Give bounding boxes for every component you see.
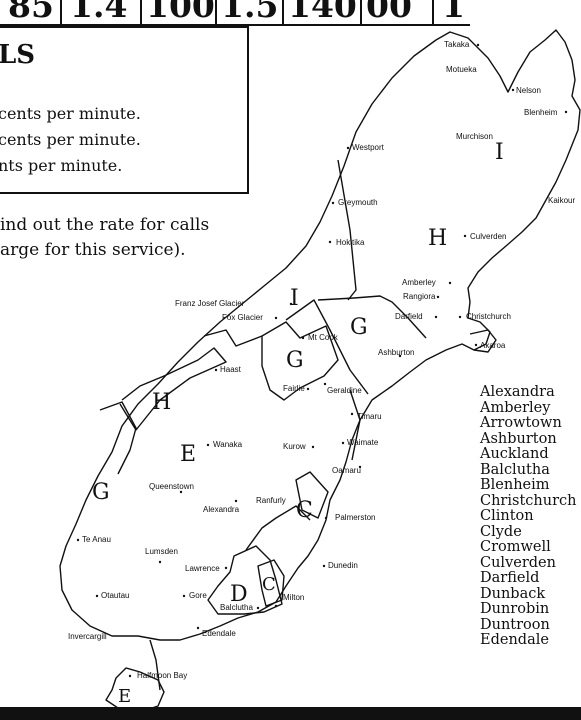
town-mt-cook: Mt Cook <box>308 333 338 342</box>
zone-letter: C <box>296 498 313 523</box>
zone-letter: E <box>180 442 197 467</box>
town-ranfurly: Ranfurly <box>256 496 286 505</box>
town-index-list: Alexandra Amberley Arrowtown Ashburton A… <box>480 384 577 649</box>
info-line: cents per minute. <box>0 130 141 149</box>
town-oamaru: Oamaru <box>332 466 361 475</box>
zone-letter: E <box>118 686 132 707</box>
town-geraldine: Geraldine <box>327 386 362 395</box>
town-alexandra: Alexandra <box>203 505 240 514</box>
town-culverden: Culverden <box>470 232 507 241</box>
list-item: Balclutha <box>480 461 550 478</box>
rate-cell: 1.5 <box>221 0 279 25</box>
town-ashburton: Ashburton <box>378 348 415 357</box>
list-item: Darfield <box>480 570 540 586</box>
town-haast: Haast <box>220 365 241 374</box>
zone-letter: C <box>262 574 276 595</box>
rate-cell: 1 <box>442 0 465 25</box>
town-nelson: Nelson <box>516 86 541 95</box>
info-line: cents per minute. <box>0 104 141 123</box>
list-item: Culverden <box>480 554 556 571</box>
rate-cell: 100 <box>146 0 215 25</box>
town-lumsden: Lumsden <box>145 547 178 556</box>
town-kurow: Kurow <box>283 442 306 451</box>
town-otautau: Otautau <box>101 591 130 600</box>
town-takaka: Takaka <box>444 40 470 49</box>
info-line: nts per minute. <box>0 156 123 175</box>
town-blenheim: Blenheim <box>524 108 558 117</box>
rate-cell: 140 <box>288 0 357 25</box>
town-milton: Milton <box>283 593 305 602</box>
town-kaikoura: Kaikour <box>548 196 576 205</box>
rate-divider <box>215 0 217 24</box>
town-fox-glacier: Fox Glacier <box>222 313 263 322</box>
town-hokitika: Hokitika <box>336 238 365 247</box>
rate-divider <box>282 0 284 24</box>
rate-cell: 85 <box>8 0 54 25</box>
zone-letter: H <box>428 226 448 251</box>
rate-divider <box>140 0 142 24</box>
zone-letter: H <box>152 390 172 415</box>
town-akaroa: Akaroa <box>480 341 506 350</box>
list-item: Arrowtown <box>480 415 562 431</box>
rate-cell: 1.4 <box>70 0 128 25</box>
town-rangiora: Rangiora <box>403 292 436 301</box>
town-wanaka: Wanaka <box>213 440 243 449</box>
town-te-anau: Te Anau <box>82 535 111 544</box>
list-item: Duntroon <box>480 616 550 633</box>
rate-divider <box>432 0 434 24</box>
list-item: Dunback <box>480 585 546 602</box>
town-gore: Gore <box>189 591 207 600</box>
zone-letter: G <box>350 315 368 340</box>
zone-letter: G <box>286 348 304 373</box>
town-lawrence: Lawrence <box>185 564 220 573</box>
list-item: Clyde <box>480 523 522 540</box>
town-greymouth: Greymouth <box>338 198 378 207</box>
rates-info-box: LS cents per minute. cents per minute. n… <box>0 26 249 194</box>
list-item: Auckland <box>480 446 549 462</box>
town-darfield: Darfield <box>395 312 423 321</box>
town-edendale: Edendale <box>202 629 236 638</box>
town-amberley: Amberley <box>402 278 436 287</box>
coastline <box>59 29 581 641</box>
zone-letter: I <box>290 286 299 311</box>
town-westport: Westport <box>352 143 384 152</box>
list-item: Alexandra <box>480 384 555 400</box>
info-box-title: LS <box>0 40 36 70</box>
town-timaru: Timaru <box>357 412 382 421</box>
note-line: ind out the rate for calls <box>0 215 210 235</box>
rate-row: 85 1.4 100 1.5 140 00 1 <box>0 0 470 26</box>
town-waimate: Waimate <box>347 438 379 447</box>
list-item: Ashburton <box>480 430 557 447</box>
list-item: Edendale <box>480 632 549 648</box>
town-dunedin: Dunedin <box>328 561 358 570</box>
town-franz-josef: Franz Josef Glacier <box>175 299 245 308</box>
zone-letter: G <box>92 480 110 505</box>
town-halfmoon-bay: Halfmoon Bay <box>137 671 188 680</box>
rate-divider <box>360 0 362 24</box>
rate-divider <box>60 0 62 24</box>
bottom-rule <box>0 707 581 720</box>
town-motueka: Motueka <box>446 65 477 74</box>
list-item: Dunrobin <box>480 601 550 617</box>
town-christchurch: Christchurch <box>466 312 511 321</box>
town-queenstown: Queenstown <box>149 482 194 491</box>
town-murchison: Murchison <box>456 132 493 141</box>
list-item: Christchurch <box>480 492 577 509</box>
zone-letter: D <box>230 582 248 607</box>
list-item: Clinton <box>480 508 534 524</box>
town-balclutha: Balclutha <box>220 603 253 612</box>
town-invercargill: Invercargill <box>68 632 107 641</box>
town-palmerston: Palmerston <box>335 513 376 522</box>
list-item: Blenheim <box>480 477 550 493</box>
list-item: Cromwell <box>480 539 551 555</box>
rate-cell: 00 <box>366 0 412 25</box>
town-fairlie: Fairlie <box>283 384 305 393</box>
zone-letter: I <box>495 140 504 165</box>
note-line: arge for this service). <box>0 240 186 260</box>
list-item: Amberley <box>480 399 551 416</box>
